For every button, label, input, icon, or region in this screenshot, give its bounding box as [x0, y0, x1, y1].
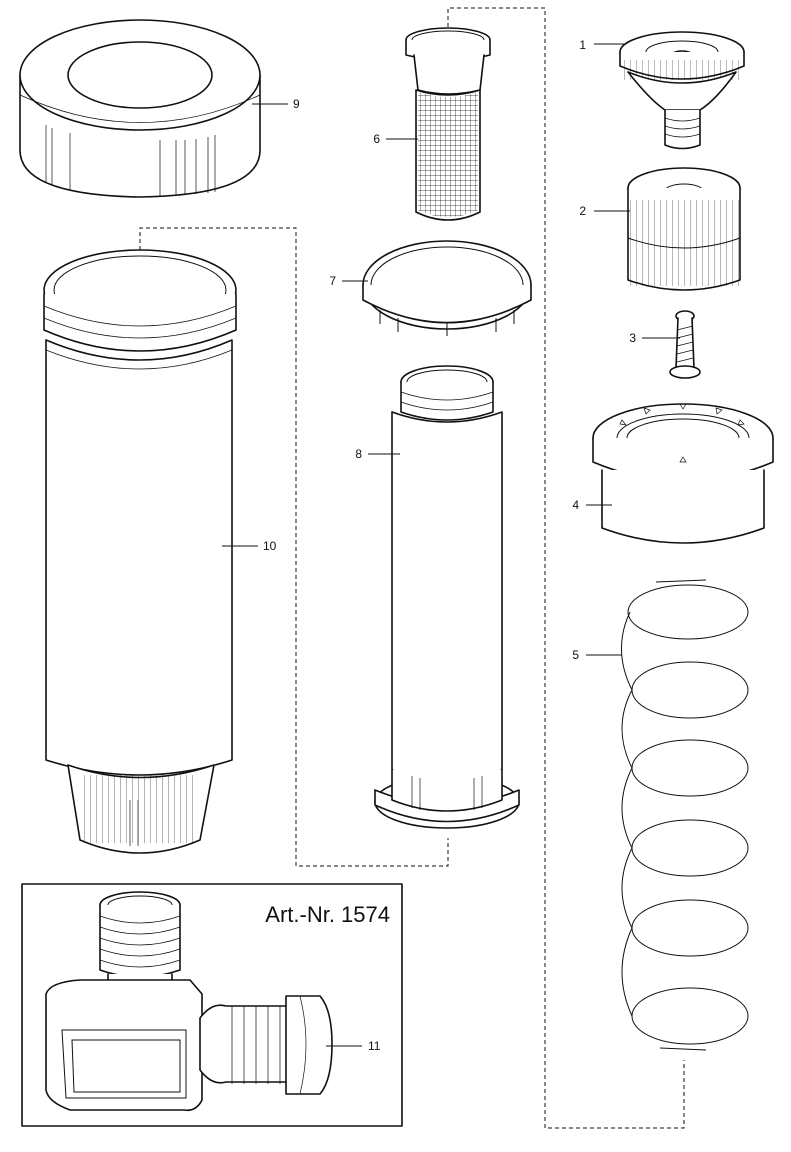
- callout-5: 5: [572, 648, 579, 662]
- part-2-collar: [594, 167, 741, 291]
- part-6-filter-screen: [386, 27, 491, 221]
- part-4-seal-housing: [586, 403, 774, 544]
- callout-8: 8: [355, 447, 362, 461]
- assembly-guides: [139, 7, 685, 1129]
- part-3-screw: [642, 310, 701, 379]
- part-9-cap-ring: [19, 19, 288, 198]
- callout-2: 2: [579, 204, 586, 218]
- callout-11: 11: [368, 1039, 381, 1053]
- callout-9: 9: [293, 97, 300, 111]
- part-10-housing: [43, 249, 258, 854]
- callout-4: 4: [572, 498, 579, 512]
- part-11-elbow-fitting: [45, 891, 362, 1112]
- callout-10: 10: [263, 539, 277, 553]
- part-7-slotted-ring: [342, 240, 532, 336]
- part-8-inner-tube: [368, 365, 520, 829]
- part-1-nozzle: [594, 31, 745, 150]
- callout-6: 6: [373, 132, 380, 146]
- article-number-label: Art.-Nr. 1574: [265, 902, 390, 927]
- callout-3: 3: [629, 331, 636, 345]
- part-5-spring: [586, 579, 749, 1051]
- callout-7: 7: [329, 274, 336, 288]
- callout-1: 1: [579, 38, 586, 52]
